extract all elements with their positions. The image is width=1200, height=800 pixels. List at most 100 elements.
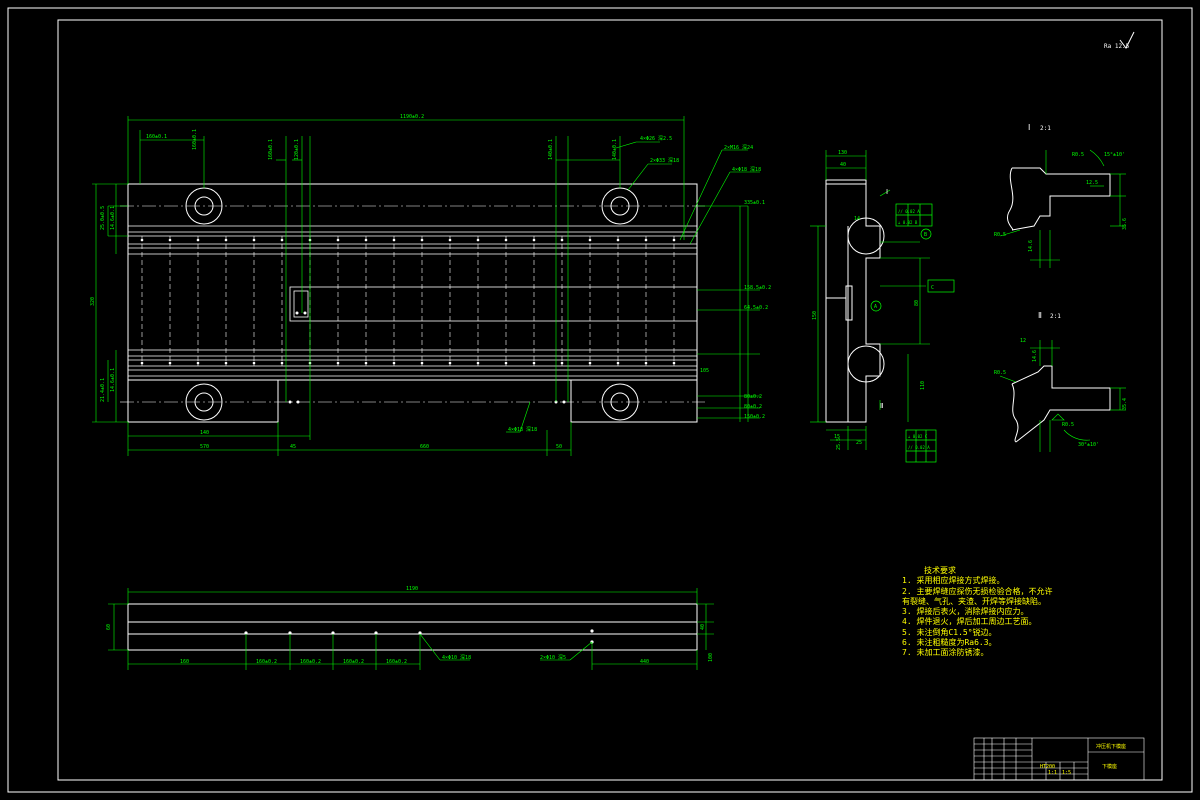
- main-view: 1190±0.2 140 570 45 660 50 160±0.1 160±0…: [90, 114, 771, 456]
- bottom-dim-4: 160±0.2: [343, 659, 364, 665]
- side-dim-4: 15: [834, 434, 840, 440]
- main-left-dim-3: 320: [90, 297, 96, 306]
- main-left-dim-5: 14.6±0.1: [110, 368, 116, 392]
- main-left-dim-4: 21.4±0.1: [100, 378, 106, 402]
- detail-2-dim-5: 30°±10': [1078, 442, 1099, 448]
- title-material: HT200: [1040, 764, 1055, 770]
- main-callout-4: 4×Φ26 深2.5: [640, 135, 672, 142]
- side-dim-2: 150: [812, 311, 818, 320]
- detail-2-dim-6: 35.4: [1122, 398, 1128, 410]
- main-right-dim-4: 105: [700, 368, 709, 374]
- main-top-dim-2: 160±0.1: [192, 129, 198, 150]
- bottom-dim-3: 160±0.2: [300, 659, 321, 665]
- bottom-dim-6: 440: [640, 659, 649, 665]
- bottom-dim-8: 60: [106, 624, 112, 630]
- bottom-dim-5: 160±0.2: [386, 659, 407, 665]
- note-item-5: 4. 焊件退火，焊后加工周边工艺面。: [902, 617, 1037, 627]
- note-item-8: 7. 未加工面涂防锈漆。: [902, 648, 989, 658]
- bottom-dim-1: 160: [180, 659, 189, 665]
- note-item-1: 1. 采用相应焊接方式焊接。: [902, 576, 1005, 586]
- main-view-dimension-text: 1190±0.2 140 570 45 660 50 160±0.1 160±0…: [90, 114, 771, 450]
- bottom-dim-9: 100: [708, 653, 714, 662]
- title-scale: 1:5: [1062, 770, 1071, 776]
- bottom-callout-1: 4×Φ10 深18: [442, 654, 471, 661]
- section-mark-1: Ⅰ: [886, 188, 888, 196]
- note-item-4: 3. 焊接后表火，消除焊接内应力。: [902, 607, 1029, 617]
- main-callout-2: 4×Φ18 深18: [732, 166, 761, 173]
- rail-hole-dots: [140, 238, 676, 404]
- main-right-dim-1: 335±0.1: [744, 200, 765, 206]
- main-callout-3: 2×Φ33 深18: [650, 157, 679, 164]
- tolerance-1: // 0.02 A: [898, 209, 920, 214]
- bottom-dim-2: 160±0.2: [256, 659, 277, 665]
- bottom-overall-length: 1190: [406, 586, 418, 592]
- detail-circle-2: [847, 345, 885, 383]
- detail-1-scale: 2:1: [1040, 125, 1051, 132]
- detail-2-dim-3: 14.6: [1032, 350, 1038, 362]
- detail-view-1: Ⅰ 2:1 15°±10' R0.5 12.5 14.6 R0.5 35.6: [994, 123, 1128, 268]
- detail-2-scale: 2:1: [1050, 313, 1061, 320]
- datum-a: A: [874, 304, 877, 310]
- main-bottom-dim-2: 570: [200, 444, 209, 450]
- main-top-dim-5: 140±0.1: [548, 139, 554, 160]
- side-dim-1: 130: [838, 150, 847, 156]
- bottom-callout-2: 2×Φ10 深5: [540, 654, 566, 661]
- tolerance-2: ⊥ 0.02 B: [898, 220, 918, 225]
- detail-1-dim-4: 14.6: [1028, 240, 1034, 252]
- roughness-value: Ra 12.5: [1104, 43, 1130, 50]
- detail-1-title: Ⅰ: [1028, 123, 1030, 132]
- detail-view-2: Ⅱ 2:1 12 R0.5 14.6 R0.5 30°±10' 35.4: [994, 311, 1128, 452]
- side-dim-8: 14: [854, 216, 860, 222]
- main-right-dim-3: 64.5±0.2: [744, 305, 768, 311]
- bottom-dim-7: 40: [700, 624, 706, 630]
- detail-2-title: Ⅱ: [1038, 311, 1042, 320]
- main-right-dim-6: 80±0.2: [744, 404, 762, 410]
- detail-circle-1: [847, 217, 885, 255]
- main-view-dimension-lines: [92, 116, 760, 456]
- tolerance-frame-2: [927, 279, 955, 293]
- datum-c: C: [931, 285, 934, 291]
- lower-rail: [128, 349, 697, 377]
- technical-requirements: 技术要求 1. 采用相应焊接方式焊接。 2. 主要焊缝应探伤无损检验合格，不允许…: [902, 566, 1052, 659]
- detail-1-dim-5: R0.5: [994, 232, 1006, 238]
- main-bottom-dim-1: 140: [200, 430, 209, 436]
- bottom-view-outline: [127, 603, 698, 651]
- main-left-dim-1: 25.0±0.5: [100, 206, 106, 230]
- main-bottom-dim-3: 45: [290, 444, 296, 450]
- side-view: 130 150 40 15 25 80 110 14 25.5 A B C //…: [810, 150, 955, 463]
- main-bottom-dim-4: 660: [420, 444, 429, 450]
- tolerance-frame-3: [905, 429, 937, 463]
- center-slot: [289, 286, 698, 322]
- main-right-dim-7: 150±0.2: [744, 414, 765, 420]
- tolerance-3: ⊥ 0.02 C: [908, 434, 928, 439]
- main-top-dim-4: 120±0.1: [294, 139, 300, 160]
- hidden-bolt-columns: [141, 236, 675, 366]
- main-top-dim-1: 160±0.1: [146, 134, 167, 140]
- main-overall-length: 1190±0.2: [400, 114, 424, 120]
- side-dim-3: 40: [840, 162, 846, 168]
- detail-1-dim-1: 15°±10': [1104, 152, 1125, 158]
- main-top-dim-6: 140±0.1: [612, 139, 618, 160]
- datum-b: B: [924, 232, 927, 238]
- roughness-symbol: Ra 12.5: [1104, 31, 1135, 50]
- title-drawing-no: 下模座: [1102, 763, 1117, 770]
- main-callout-5: 4×Φ18 深18: [508, 426, 537, 433]
- upper-rail: [128, 225, 697, 255]
- side-dim-6: 80: [914, 300, 920, 306]
- sheet-outer-border: [7, 7, 1193, 793]
- main-bottom-dim-5: 50: [556, 444, 562, 450]
- main-top-dim-3: 160±0.1: [268, 139, 274, 160]
- main-left-dim-2: 14.6±0.1: [110, 206, 116, 230]
- title-sheet: 1:1: [1048, 770, 1057, 776]
- title-block: [973, 737, 1145, 781]
- detail-2-dim-4: R0.5: [1062, 422, 1074, 428]
- counterbore-holes: [185, 187, 639, 421]
- main-right-dim-5: 80±0.2: [744, 394, 762, 400]
- side-view-outline: [825, 179, 881, 423]
- notes-title: 技术要求: [924, 566, 956, 575]
- detail-2-dim-2: R0.5: [994, 370, 1006, 376]
- main-right-dim-2: 158.5±0.2: [744, 285, 771, 291]
- note-item-6: 5. 未注倒角C1.5°锐边。: [902, 627, 997, 637]
- main-callout-1: 2×M16 深24: [724, 144, 753, 151]
